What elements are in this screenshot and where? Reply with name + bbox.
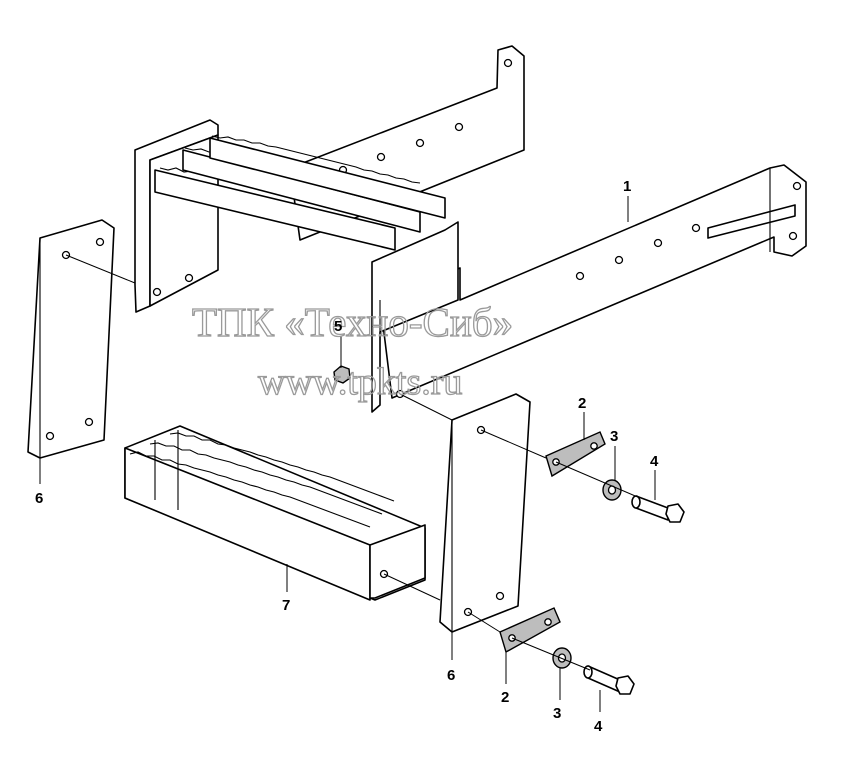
callout-7: 7: [282, 597, 290, 614]
callout-4-upper: 4: [650, 453, 659, 470]
callout-6-right: 6: [447, 667, 455, 684]
watermark: ТПК «Техно-Сиб» www.tpkts.ru: [191, 298, 513, 403]
part-4-bolt-lower: [583, 665, 635, 695]
callout-4-lower: 4: [594, 718, 603, 735]
part-4-bolt-upper: [631, 495, 685, 523]
callout-1: 1: [623, 178, 631, 195]
part-6-side-plate-right: [439, 393, 531, 633]
callout-3-upper: 3: [610, 428, 618, 445]
watermark-title: ТПК «Техно-Сиб»: [192, 299, 513, 345]
callout-3-lower: 3: [553, 705, 561, 722]
callout-2-upper: 2: [578, 395, 586, 412]
callout-leaders: [39, 196, 656, 712]
part-7-lower-step: [124, 425, 426, 601]
part-1-step-frame: [134, 45, 807, 413]
callout-2-lower: 2: [501, 689, 509, 706]
callout-numbers: 1 5 2 3 4 6 7 6 2 3 4: [35, 178, 659, 735]
part-2-clamp-plate-upper: [545, 431, 606, 478]
assembly-lines: [65, 254, 641, 671]
callout-6-left: 6: [35, 490, 43, 507]
callout-5: 5: [334, 318, 342, 335]
part-6-side-plate-left: [27, 219, 115, 459]
watermark-url: www.tpkts.ru: [258, 361, 462, 403]
part-3-washer-upper: [602, 479, 622, 501]
part-2-clamp-plate-lower: [499, 607, 561, 654]
